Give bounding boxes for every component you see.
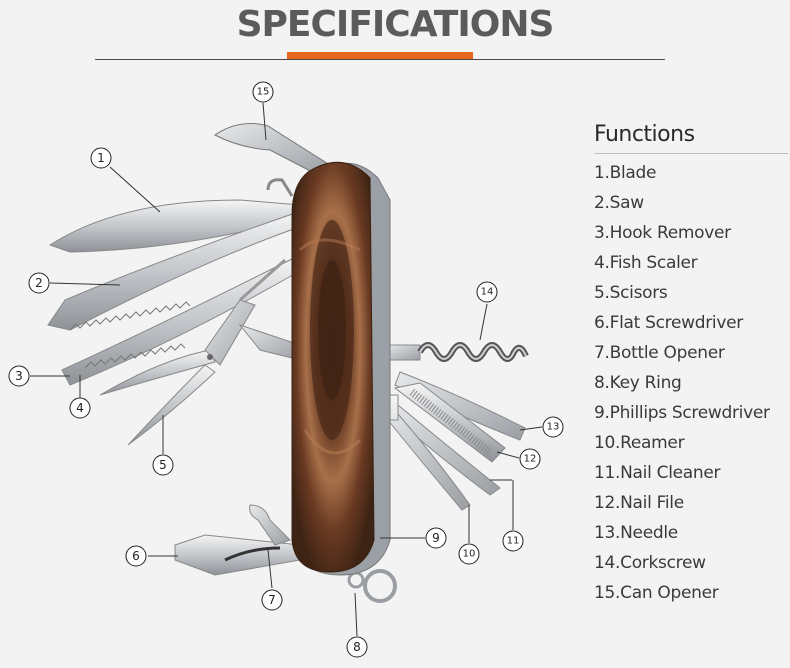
callout-6: 6 [125, 545, 147, 567]
svg-text:1: 1 [97, 151, 105, 165]
svg-text:10: 10 [463, 549, 476, 560]
list-item: 6.Flat Screwdriver [594, 313, 743, 333]
callout-15: 15 [252, 81, 274, 103]
svg-text:15: 15 [257, 87, 270, 98]
list-item: 7.Bottle Opener [594, 343, 725, 363]
callout-13: 13 [542, 416, 564, 438]
svg-text:13: 13 [547, 422, 560, 433]
list-item: 8.Key Ring [594, 373, 682, 393]
corkscrew-tool [384, 342, 529, 362]
list-item: 3.Hook Remover [594, 223, 731, 243]
callout-3: 3 [8, 365, 30, 387]
callout-9: 9 [425, 527, 447, 549]
svg-text:3: 3 [15, 369, 23, 383]
nail-file-tool [393, 382, 506, 463]
svg-text:6: 6 [132, 549, 140, 563]
functions-heading: Functions [594, 122, 788, 154]
callout-14: 14 [476, 281, 498, 303]
bottle-opener-tool [174, 504, 301, 576]
saw-teeth [69, 301, 191, 331]
svg-text:2: 2 [35, 276, 43, 290]
callout-11: 11 [502, 530, 524, 552]
key-ring-tool [347, 569, 397, 603]
functions-panel: Functions 1.Blade 2.Saw 3.Hook Remover 4… [594, 122, 788, 608]
callout-10: 10 [458, 543, 480, 565]
callout-8: 8 [346, 636, 368, 658]
list-item: 15.Can Opener [594, 583, 719, 603]
svg-text:14: 14 [481, 287, 494, 298]
list-item: 2.Saw [594, 193, 644, 213]
callout-12: 12 [519, 448, 541, 470]
callout-7: 7 [261, 589, 283, 611]
list-item: 10.Reamer [594, 433, 685, 453]
callout-1: 1 [90, 147, 112, 169]
reamer-tool [383, 404, 471, 511]
svg-text:9: 9 [432, 531, 440, 545]
functions-list: 1.Blade 2.Saw 3.Hook Remover 4.Fish Scal… [594, 158, 788, 608]
scissors-tool [99, 258, 301, 446]
svg-text:4: 4 [76, 401, 84, 415]
list-item: 12.Nail File [594, 493, 684, 513]
callout-2: 2 [28, 272, 50, 294]
svg-text:8: 8 [353, 640, 361, 654]
leader-lines [30, 102, 543, 637]
list-item: 5.Scisors [594, 283, 668, 303]
title-underline [95, 59, 665, 60]
list-item: 14.Corkscrew [594, 553, 706, 573]
list-item: 11.Nail Cleaner [594, 463, 721, 483]
list-item: 13.Needle [594, 523, 678, 543]
page-title: SPECIFICATIONS [236, 4, 555, 45]
callout-5: 5 [152, 454, 174, 476]
svg-text:11: 11 [507, 536, 520, 547]
svg-text:12: 12 [524, 454, 537, 465]
title-accent-bar [287, 52, 473, 59]
list-item: 1.Blade [594, 163, 657, 183]
svg-text:5: 5 [159, 458, 167, 472]
knife-handle [291, 161, 391, 576]
callout-4: 4 [69, 397, 91, 419]
list-item: 4.Fish Scaler [594, 253, 698, 273]
list-item: 9.Phillips Screwdriver [594, 403, 770, 423]
svg-text:7: 7 [268, 593, 276, 607]
